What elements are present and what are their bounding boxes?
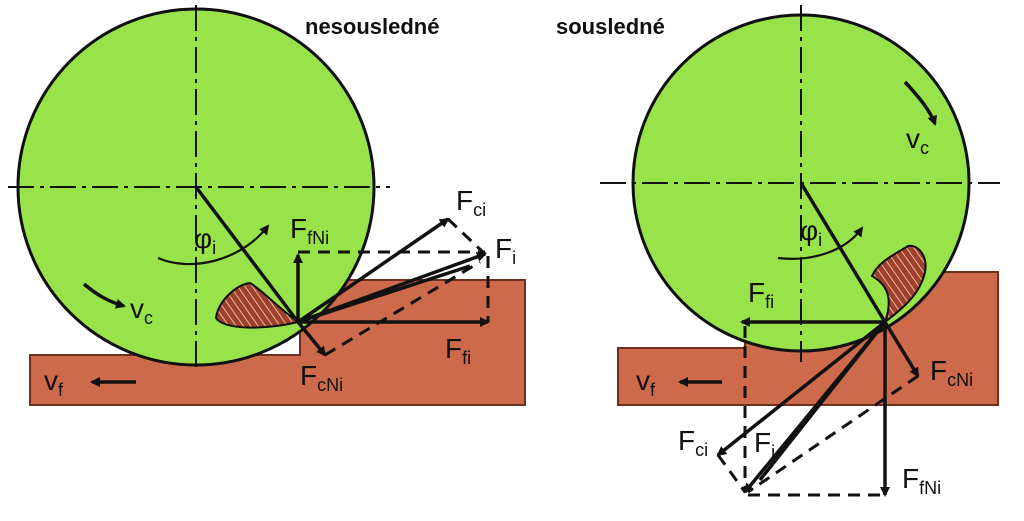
right-label-Fi: Fi bbox=[754, 427, 775, 462]
right-FcNi-vector bbox=[883, 321, 920, 378]
right-label-FfNi: FfNi bbox=[902, 463, 941, 498]
right-label-vf: vf bbox=[636, 365, 656, 400]
right-label-FcNi: FcNi bbox=[930, 355, 973, 390]
left-label-phi: φi bbox=[194, 223, 216, 258]
left-dashed-3 bbox=[446, 217, 487, 256]
left-diagram: nesousledné Fci FfNi Fi φi vc Ffi FcNi v… bbox=[8, 5, 526, 406]
right-chip bbox=[870, 244, 927, 325]
left-Fi-vector-2 bbox=[297, 264, 471, 324]
left-label-vc: vc bbox=[130, 293, 153, 328]
right-Fi-vector-2 bbox=[758, 320, 887, 482]
right-angle-arc bbox=[777, 226, 864, 260]
left-label-FfNi: FfNi bbox=[290, 213, 329, 248]
left-dashed-4 bbox=[324, 260, 481, 357]
right-label-phi: φi bbox=[800, 215, 822, 250]
right-title: sousledné bbox=[556, 14, 665, 39]
left-radius-line bbox=[194, 185, 300, 324]
left-label-Fi: Fi bbox=[495, 233, 516, 268]
right-label-Fci: Fci bbox=[678, 425, 708, 460]
right-label-Ffi: Ffi bbox=[748, 277, 774, 312]
right-dashed-4 bbox=[747, 374, 919, 494]
left-label-Ffi: Ffi bbox=[445, 333, 471, 368]
left-angle-arc bbox=[157, 224, 270, 266]
left-Fci-vector bbox=[297, 217, 450, 324]
left-label-vf: vf bbox=[44, 365, 64, 400]
left-chip bbox=[214, 281, 301, 329]
right-radius-line bbox=[799, 182, 887, 323]
left-workpiece bbox=[29, 279, 526, 406]
left-vc-arrow bbox=[82, 282, 126, 309]
left-label-Fci: Fci bbox=[456, 185, 486, 220]
right-dashed-3 bbox=[716, 454, 747, 493]
right-label-vc: vc bbox=[906, 123, 929, 158]
right-diagram: sousledné vc φi Ffi FcNi vf Fci Fi FfNi bbox=[556, 5, 1000, 498]
left-FcNi-vector bbox=[296, 320, 327, 357]
left-label-FcNi: FcNi bbox=[300, 360, 343, 395]
left-title: nesousledné bbox=[305, 14, 439, 39]
right-vc-arrow bbox=[903, 80, 938, 126]
